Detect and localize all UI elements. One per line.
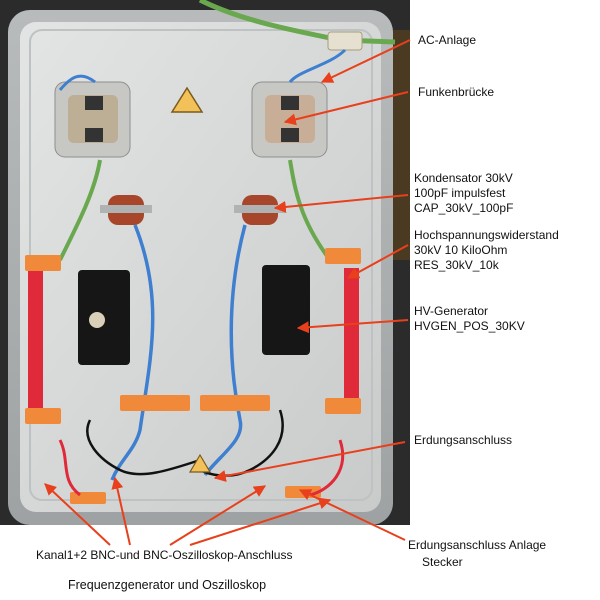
capacitor-right <box>234 195 286 225</box>
spark-gap-left <box>54 81 131 158</box>
label-widerstand: Hochspannungswiderstand 30kV 10 KiloOhm … <box>414 228 559 272</box>
resistor-right <box>344 268 359 400</box>
label-kanal: Kanal1+2 BNC-und BNC-Oszilloskop-Anschlu… <box>36 548 293 562</box>
ground-warning-icon <box>188 453 212 473</box>
hv-generator-left <box>78 270 130 365</box>
label-erdung-anlage: Erdungsanschluss Anlage Stecker <box>408 538 547 569</box>
hv-warning-icon <box>170 86 204 113</box>
label-ac-anlage: AC-Anlage <box>418 33 477 47</box>
label-erdung: Erdungsanschluss <box>414 433 513 447</box>
label-hv-generator: HV-Generator HVGEN_POS_30KV <box>414 304 525 333</box>
spark-gap-right <box>251 81 328 158</box>
annotation-arrows <box>44 39 411 546</box>
hv-generator-right <box>262 265 310 355</box>
ac-connector <box>327 31 363 51</box>
label-kondensator: Kondensator 30kV 100pF impulsfest CAP_30… <box>414 171 514 215</box>
capacitor-left <box>100 195 152 225</box>
resistor-left <box>28 270 43 410</box>
caption: Frequenzgenerator und Oszilloskop <box>68 578 267 592</box>
label-funkenbruecke: Funkenbrücke <box>418 85 495 99</box>
